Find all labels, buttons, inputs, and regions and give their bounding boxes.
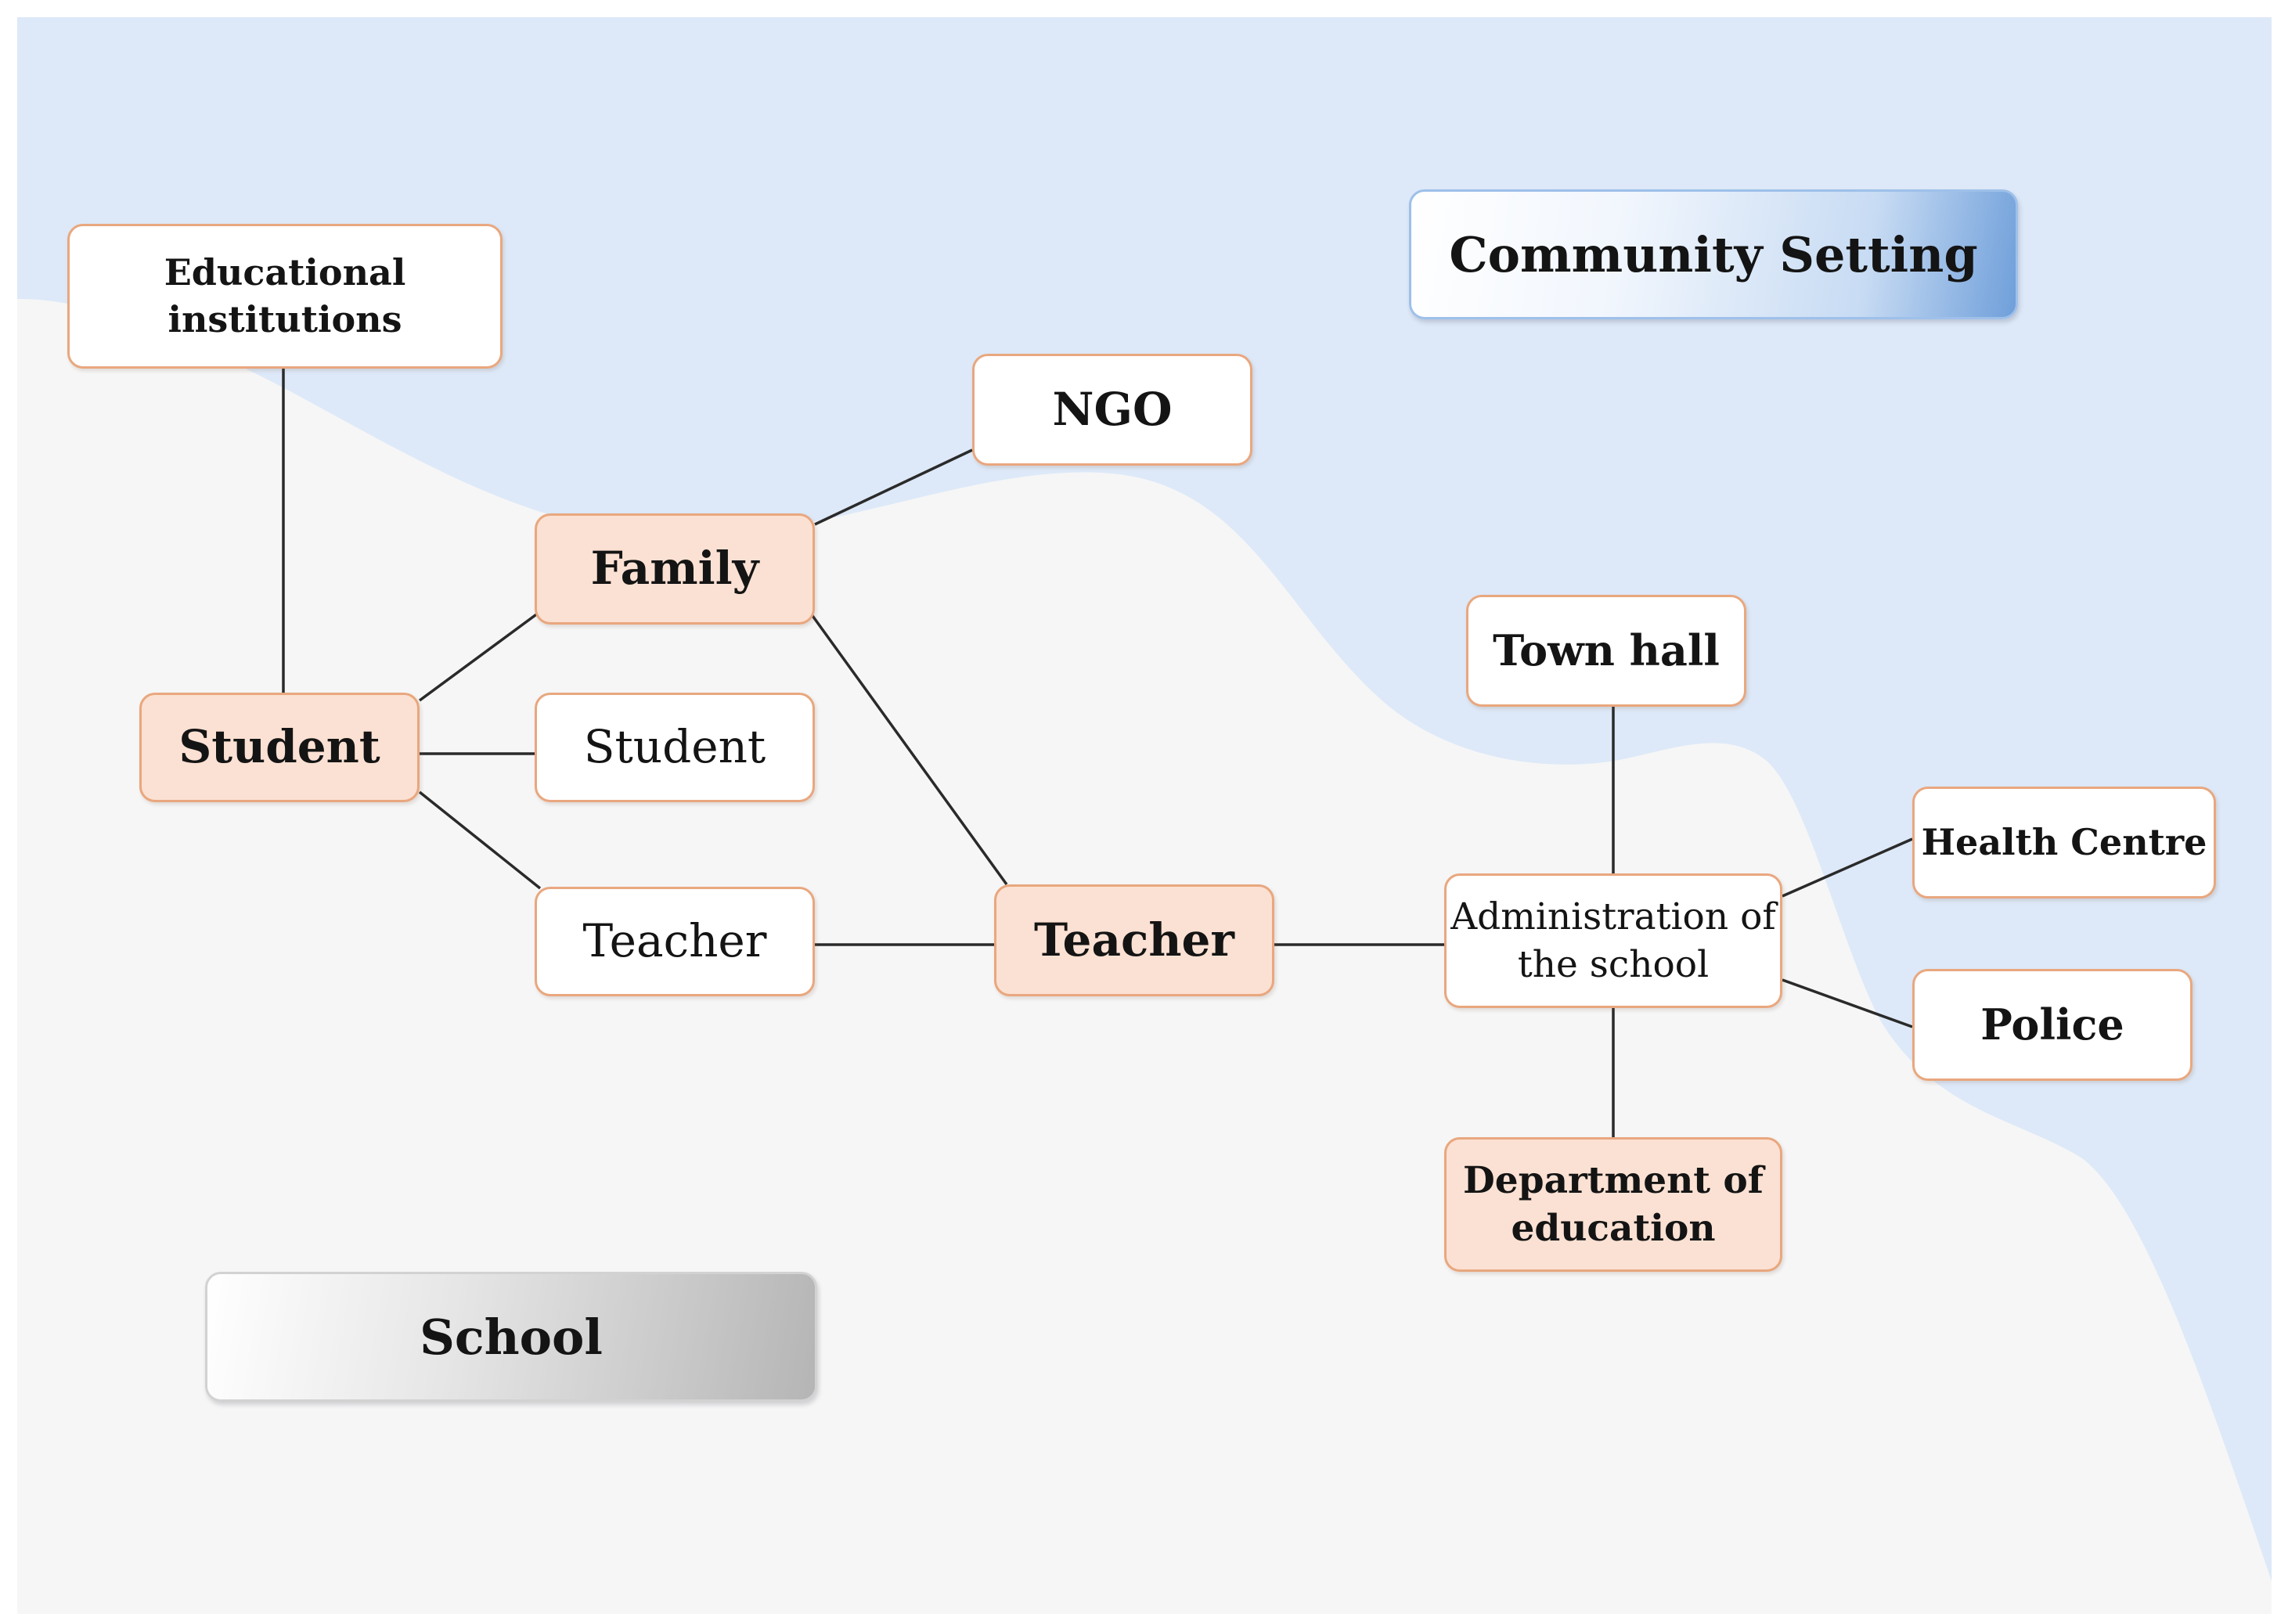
- node-teacher-secondary: Teacher: [535, 887, 815, 996]
- node-town-hall: Town hall: [1466, 595, 1746, 707]
- edge-student-family: [418, 611, 540, 702]
- node-police: Police: [1912, 969, 2193, 1081]
- node-educational-institutions: Educational institutions: [67, 224, 503, 369]
- node-ngo: NGO: [972, 354, 1252, 466]
- connectors: [282, 369, 1913, 1137]
- edge-family-ngo: [814, 448, 973, 526]
- edge-family-teacher: [809, 612, 1008, 886]
- node-teacher-main: Teacher: [994, 884, 1274, 996]
- node-student-secondary: Student: [535, 693, 815, 802]
- community-setting-label: Community Setting: [1409, 189, 2018, 319]
- edge-admin-health: [1782, 837, 1913, 898]
- edge-student-teacher: [418, 790, 542, 890]
- node-health-centre: Health Centre: [1912, 787, 2216, 898]
- node-student-main: Student: [139, 693, 420, 802]
- node-family: Family: [535, 513, 815, 625]
- node-administration-of-the-school: Administration of the school: [1444, 873, 1782, 1008]
- node-department-of-education: Department of education: [1444, 1137, 1782, 1272]
- edge-admin-police: [1782, 978, 1913, 1028]
- school-setting-label: School: [205, 1272, 817, 1402]
